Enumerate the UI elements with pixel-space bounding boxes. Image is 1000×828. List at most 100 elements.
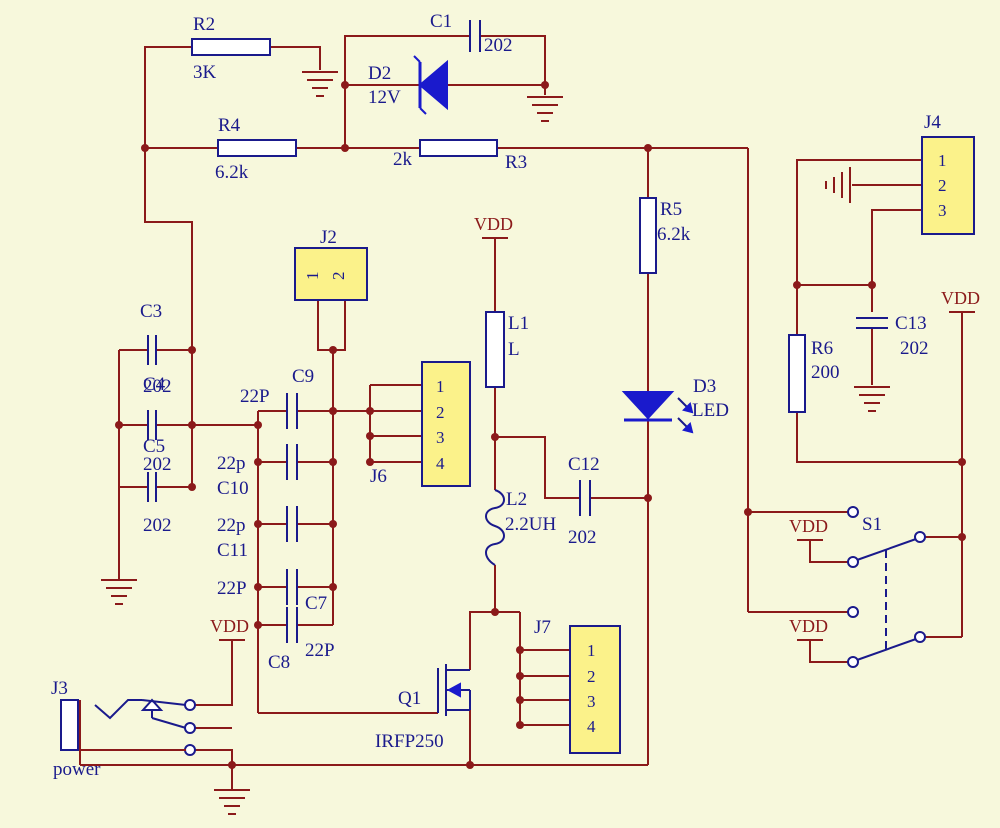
svg-text:2: 2: [436, 403, 445, 422]
capacitor-c7: 22P C7: [217, 569, 327, 614]
svg-text:22p: 22p: [217, 515, 246, 536]
inductor-l2: L2 2.2UH: [485, 489, 556, 566]
led-d3: D3 LED: [621, 376, 729, 434]
vdd-terminal: VDD: [474, 214, 513, 239]
header-j6[interactable]: 1 2 3 4 J6: [370, 361, 471, 487]
capacitor-c5: C5 202 202: [143, 436, 172, 536]
svg-text:R4: R4: [218, 115, 241, 136]
capacitor-c11: 22p C11: [217, 506, 298, 561]
capacitor-c1: C1 202: [430, 11, 513, 56]
svg-text:L1: L1: [508, 313, 529, 334]
svg-text:L: L: [508, 339, 520, 360]
svg-text:C4: C4: [143, 374, 166, 395]
svg-text:22P: 22P: [305, 640, 335, 661]
ground-symbols: [101, 71, 890, 815]
svg-text:R2: R2: [193, 14, 215, 35]
svg-text:D3: D3: [693, 376, 716, 397]
vdd-label: VDD: [210, 616, 249, 636]
svg-text:C13: C13: [895, 313, 927, 334]
svg-text:2k: 2k: [393, 149, 413, 170]
svg-text:3: 3: [587, 692, 596, 711]
svg-text:1: 1: [303, 272, 322, 281]
power-jack-j3[interactable]: J3 power: [51, 678, 196, 780]
svg-text:3: 3: [436, 428, 445, 447]
vdd-label: VDD: [474, 214, 513, 234]
svg-text:1: 1: [587, 641, 596, 660]
svg-text:IRFP250: IRFP250: [375, 731, 444, 752]
wires: [79, 35, 963, 790]
ground-icon: [101, 579, 137, 605]
svg-text:LED: LED: [692, 400, 729, 421]
svg-text:202: 202: [484, 35, 513, 56]
header-j4[interactable]: J4 1 2 3: [921, 112, 975, 235]
svg-text:C11: C11: [217, 540, 248, 561]
header-j2[interactable]: J2 1 2: [294, 227, 368, 301]
svg-text:22P: 22P: [240, 386, 270, 407]
svg-text:1: 1: [938, 151, 947, 170]
svg-text:3: 3: [938, 201, 947, 220]
svg-text:L2: L2: [506, 489, 527, 510]
svg-text:22p: 22p: [217, 453, 246, 474]
vdd-label: VDD: [789, 616, 828, 636]
capacitor-c13: C13 202: [856, 313, 929, 359]
ground-icon: [854, 386, 890, 412]
svg-text:C5: C5: [143, 436, 165, 457]
svg-text:J3: J3: [51, 678, 68, 699]
svg-text:1: 1: [436, 377, 445, 396]
svg-text:J6: J6: [370, 466, 387, 487]
svg-text:200: 200: [811, 362, 840, 383]
svg-text:6.2k: 6.2k: [215, 162, 249, 183]
capacitor-c10: 22p C10: [217, 444, 298, 499]
ground-icon: [302, 71, 338, 97]
capacitor-c3: C3 202: [140, 301, 172, 397]
svg-text:202: 202: [900, 338, 929, 359]
vdd-label: VDD: [789, 516, 828, 536]
svg-text:Q1: Q1: [398, 688, 421, 709]
svg-text:C9: C9: [292, 366, 314, 387]
svg-text:2: 2: [938, 176, 947, 195]
svg-text:R6: R6: [811, 338, 833, 359]
junction-dots: [115, 81, 966, 769]
svg-text:3K: 3K: [193, 62, 217, 83]
svg-text:202: 202: [568, 527, 597, 548]
capacitor-c8: C8 22P: [268, 607, 335, 673]
resistor-r2: R2 3K: [191, 14, 271, 83]
resistor-r4: R4 6.2k: [215, 115, 297, 183]
svg-text:C12: C12: [568, 454, 600, 475]
svg-text:power: power: [53, 759, 101, 780]
svg-text:6.2k: 6.2k: [657, 224, 691, 245]
svg-text:2.2UH: 2.2UH: [505, 514, 556, 535]
header-j7[interactable]: 1 2 3 4 J7: [534, 617, 621, 754]
vdd-terminal: VDD: [941, 288, 980, 313]
capacitor-c12: C12 202: [568, 454, 600, 548]
svg-text:J7: J7: [534, 617, 551, 638]
svg-text:C10: C10: [217, 478, 249, 499]
vdd-label: VDD: [941, 288, 980, 308]
resistor-r6: R6 200: [788, 334, 840, 413]
svg-text:R3: R3: [505, 152, 527, 173]
svg-text:D2: D2: [368, 63, 391, 84]
svg-text:202: 202: [143, 376, 172, 397]
capacitor-c4: C4: [143, 374, 166, 440]
vdd-terminal: VDD: [789, 516, 828, 541]
svg-text:C7: C7: [305, 593, 327, 614]
svg-text:202: 202: [143, 454, 172, 475]
svg-text:J4: J4: [924, 112, 941, 133]
svg-text:22P: 22P: [217, 578, 247, 599]
svg-text:J2: J2: [320, 227, 337, 248]
svg-text:R5: R5: [660, 199, 682, 220]
resistor-r5: R5 6.2k: [639, 197, 691, 274]
ground-icon: [825, 167, 851, 203]
vdd-symbols: VDD VDD VDD VDD VDD: [210, 214, 980, 641]
ground-icon: [214, 789, 250, 815]
svg-text:S1: S1: [862, 514, 882, 535]
svg-text:202: 202: [143, 515, 172, 536]
svg-text:C8: C8: [268, 652, 290, 673]
svg-text:2: 2: [329, 272, 348, 281]
svg-text:4: 4: [436, 454, 445, 473]
ground-icon: [527, 96, 563, 122]
svg-text:C3: C3: [140, 301, 162, 322]
svg-text:4: 4: [587, 717, 596, 736]
switch-s1[interactable]: S1: [847, 506, 926, 668]
